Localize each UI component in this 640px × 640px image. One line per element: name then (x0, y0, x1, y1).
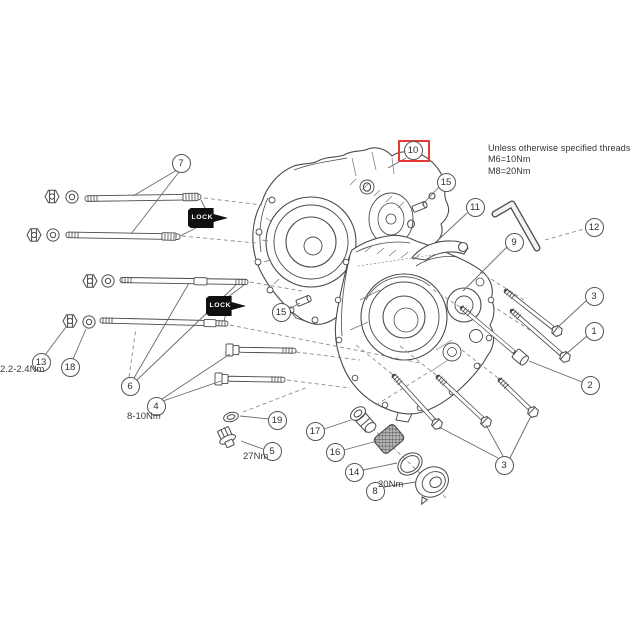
callout-13: 13 (31, 352, 51, 372)
callout-14: 14 (344, 462, 364, 482)
lock-flag-lower-label: LOCK (209, 302, 232, 309)
callout-17: 17 (305, 421, 325, 441)
callout-15-lower: 15 (271, 302, 291, 322)
bolt-drawing-3-lower-b (435, 374, 494, 430)
o-ring-drawing-14 (397, 452, 423, 476)
callout-10: 10 (403, 140, 423, 160)
note-line-2: M6=10Nm (488, 154, 531, 165)
washer-drawing-7a (65, 190, 79, 204)
bolt-drawing-4b (214, 372, 286, 386)
lock-flag-upper-label: LOCK (191, 214, 214, 221)
callout-8: 8 (365, 481, 385, 501)
bolt-drawing-3-upper (503, 288, 565, 339)
torque-label-27nm: 27Nm (243, 451, 269, 462)
note-line-1: Unless otherwise specified threads (488, 143, 631, 153)
left-crankcase-half-drawing (252, 147, 450, 325)
torque-label-20nm: 20Nm (378, 479, 404, 490)
hex-key-drawing (491, 200, 541, 252)
engine-mount-bracket-drawing (411, 240, 469, 267)
nut-drawing-6a (82, 274, 98, 288)
callout-18: 18 (60, 357, 80, 377)
callout-3-upper: 3 (584, 286, 604, 306)
callout-4: 4 (146, 396, 166, 416)
bolt-drawing-3-lower-c (497, 377, 541, 420)
thread-torque-note: Unless otherwise specified threads M6=10… (488, 143, 630, 177)
washer-drawing-6b (82, 315, 96, 329)
stud-drawing-6a (119, 276, 249, 286)
stud-drawing-7a (84, 192, 202, 203)
callout-19: 19 (267, 410, 287, 430)
callout-6: 6 (120, 376, 140, 396)
callout-1: 1 (584, 321, 604, 341)
callout-3-lower: 3 (494, 455, 514, 475)
stud-drawing-7b (65, 231, 181, 241)
bolt-drawing-1 (509, 308, 573, 365)
drain-bolt-drawing-5 (217, 426, 236, 449)
torque-label-2.2-2.4nm: 2.2-2.4Nm (0, 364, 45, 375)
callout-2: 2 (580, 375, 600, 395)
oil-plug-drawing-17 (350, 406, 377, 433)
callout-11: 11 (465, 197, 485, 217)
filter-cover-drawing-8 (415, 466, 449, 506)
callout-7: 7 (171, 153, 191, 173)
callout-5: 5 (262, 441, 282, 461)
note-line-3: M8=20Nm (488, 165, 531, 176)
nut-drawing-7b (26, 228, 42, 242)
callout-15-upper: 15 (436, 172, 456, 192)
callout-9: 9 (504, 232, 524, 252)
callout-16: 16 (325, 442, 345, 462)
washer-drawing-7b (46, 228, 60, 242)
bolt-drawing-3-lower-a (391, 373, 445, 432)
callout-12: 12 (584, 217, 604, 237)
right-crankcase-half-drawing (334, 234, 495, 423)
stud-drawing-6b (99, 316, 229, 328)
sealing-washer-drawing-19 (223, 411, 239, 423)
torque-label-8-10nm: 8-10Nm (127, 411, 161, 422)
nut-drawing-6b (62, 314, 78, 328)
bolt-drawing-4a (225, 343, 297, 357)
washer-drawing-6a (101, 274, 115, 288)
oil-strainer-drawing-16 (373, 424, 405, 454)
bolt-drawing-2 (459, 305, 529, 366)
nut-drawing-7a (44, 189, 60, 204)
